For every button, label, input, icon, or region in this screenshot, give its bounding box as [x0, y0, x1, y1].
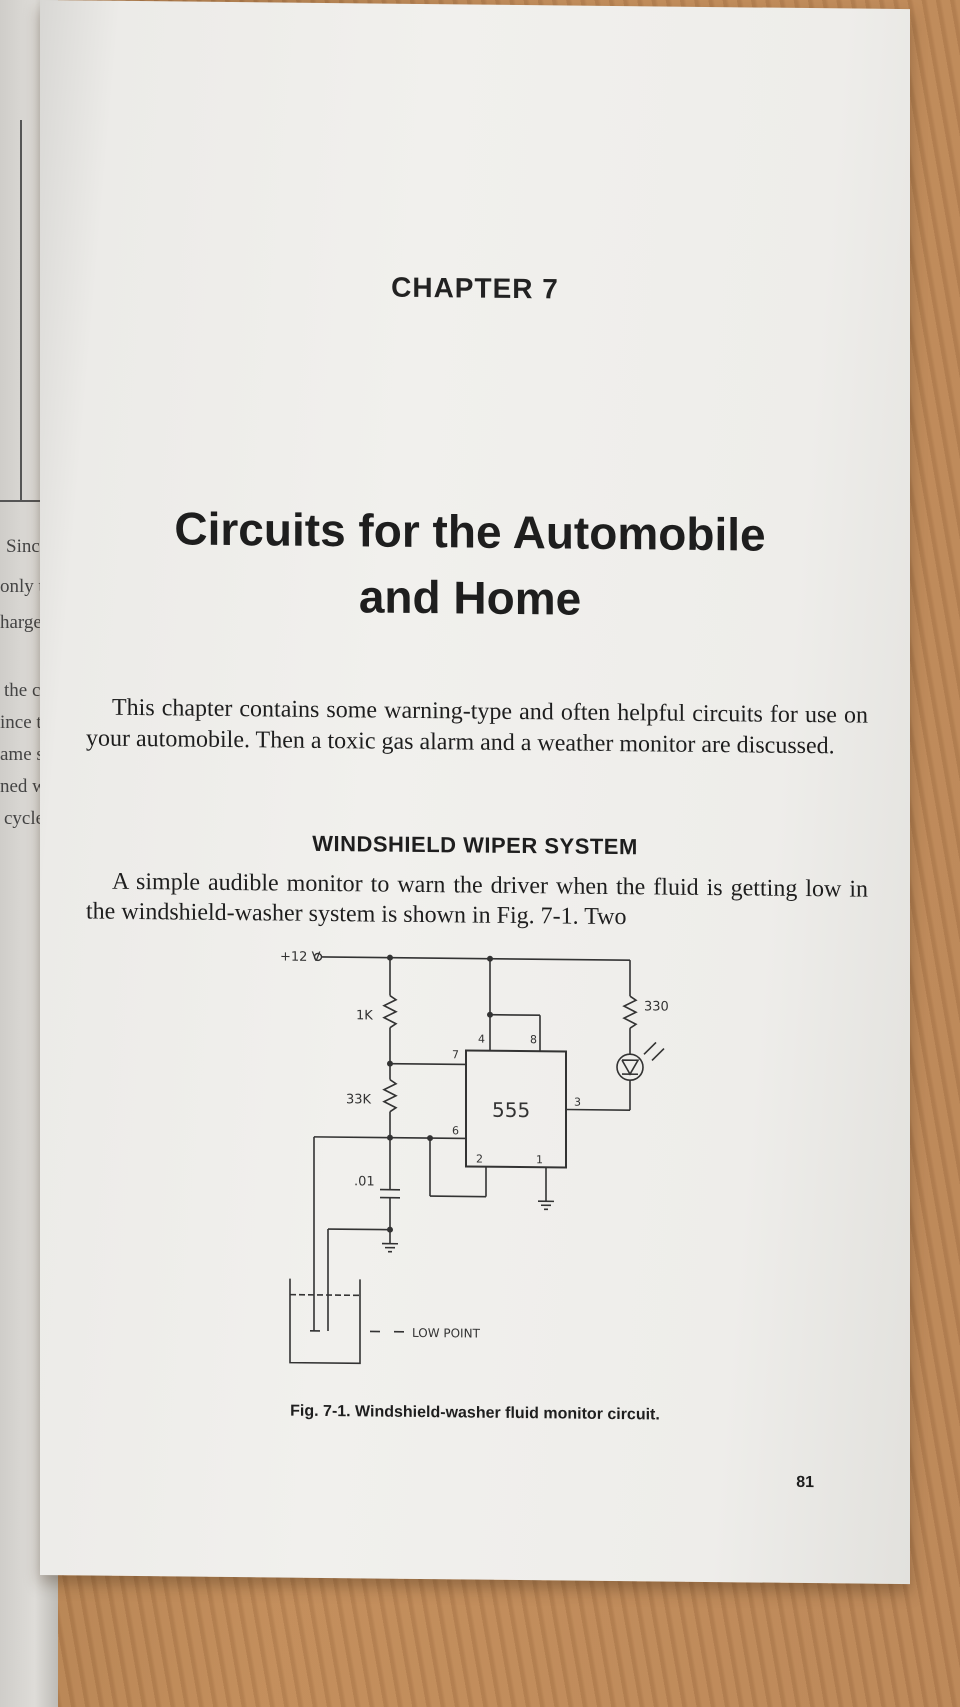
intro-paragraph: This chapter contains some warning-type …	[86, 694, 868, 760]
circuit-figure: +12 V 1K 33K .01 330 555 4 8 7 6 3 2 1 L…	[230, 942, 710, 1387]
section-heading: WINDSHIELD WIPER SYSTEM	[312, 830, 638, 860]
supply-terminal	[313, 952, 323, 962]
book-page: CHAPTER 7 Circuits for the Automobile an…	[40, 0, 910, 1585]
page-number: 81	[796, 1473, 814, 1492]
circuit-junctions	[387, 954, 493, 1233]
facing-page-rule	[20, 120, 22, 500]
circuit-wires	[289, 956, 665, 1365]
capacitor-label: .01	[354, 1174, 375, 1189]
pin-label: 8	[530, 1033, 537, 1046]
resistor-1k-label: 1K	[356, 1008, 373, 1023]
chapter-title-line-1: Circuits for the Automobile	[174, 502, 766, 561]
pin-label: 3	[574, 1096, 581, 1109]
ic-555-label: 555	[492, 1098, 530, 1122]
facing-page-rule	[0, 500, 40, 502]
facing-page-text: only th	[0, 576, 54, 597]
section-body-paragraph: A simple audible monitor to warn the dri…	[86, 868, 868, 931]
circuit-schematic: +12 V 1K 33K .01 330 555 4 8 7 6 3 2 1 L…	[280, 950, 669, 1365]
chapter-title: Circuits for the Automobile and Home	[90, 495, 850, 635]
figure-caption: Fig. 7-1. Windshield-washer fluid monito…	[290, 1402, 660, 1424]
chapter-number: CHAPTER 7	[391, 271, 559, 305]
pin-label: 6	[452, 1124, 459, 1137]
pin-label: 7	[452, 1048, 459, 1061]
pin-label: 2	[476, 1153, 483, 1166]
resistor-330-label: 330	[644, 999, 669, 1014]
low-point-label: LOW POINT	[412, 1326, 481, 1341]
chapter-title-line-2: and Home	[358, 570, 582, 625]
supply-label: +12 V	[280, 950, 321, 965]
resistor-33k-label: 33K	[346, 1092, 372, 1107]
pin-label: 1	[536, 1153, 543, 1166]
pin-label: 4	[478, 1033, 485, 1046]
